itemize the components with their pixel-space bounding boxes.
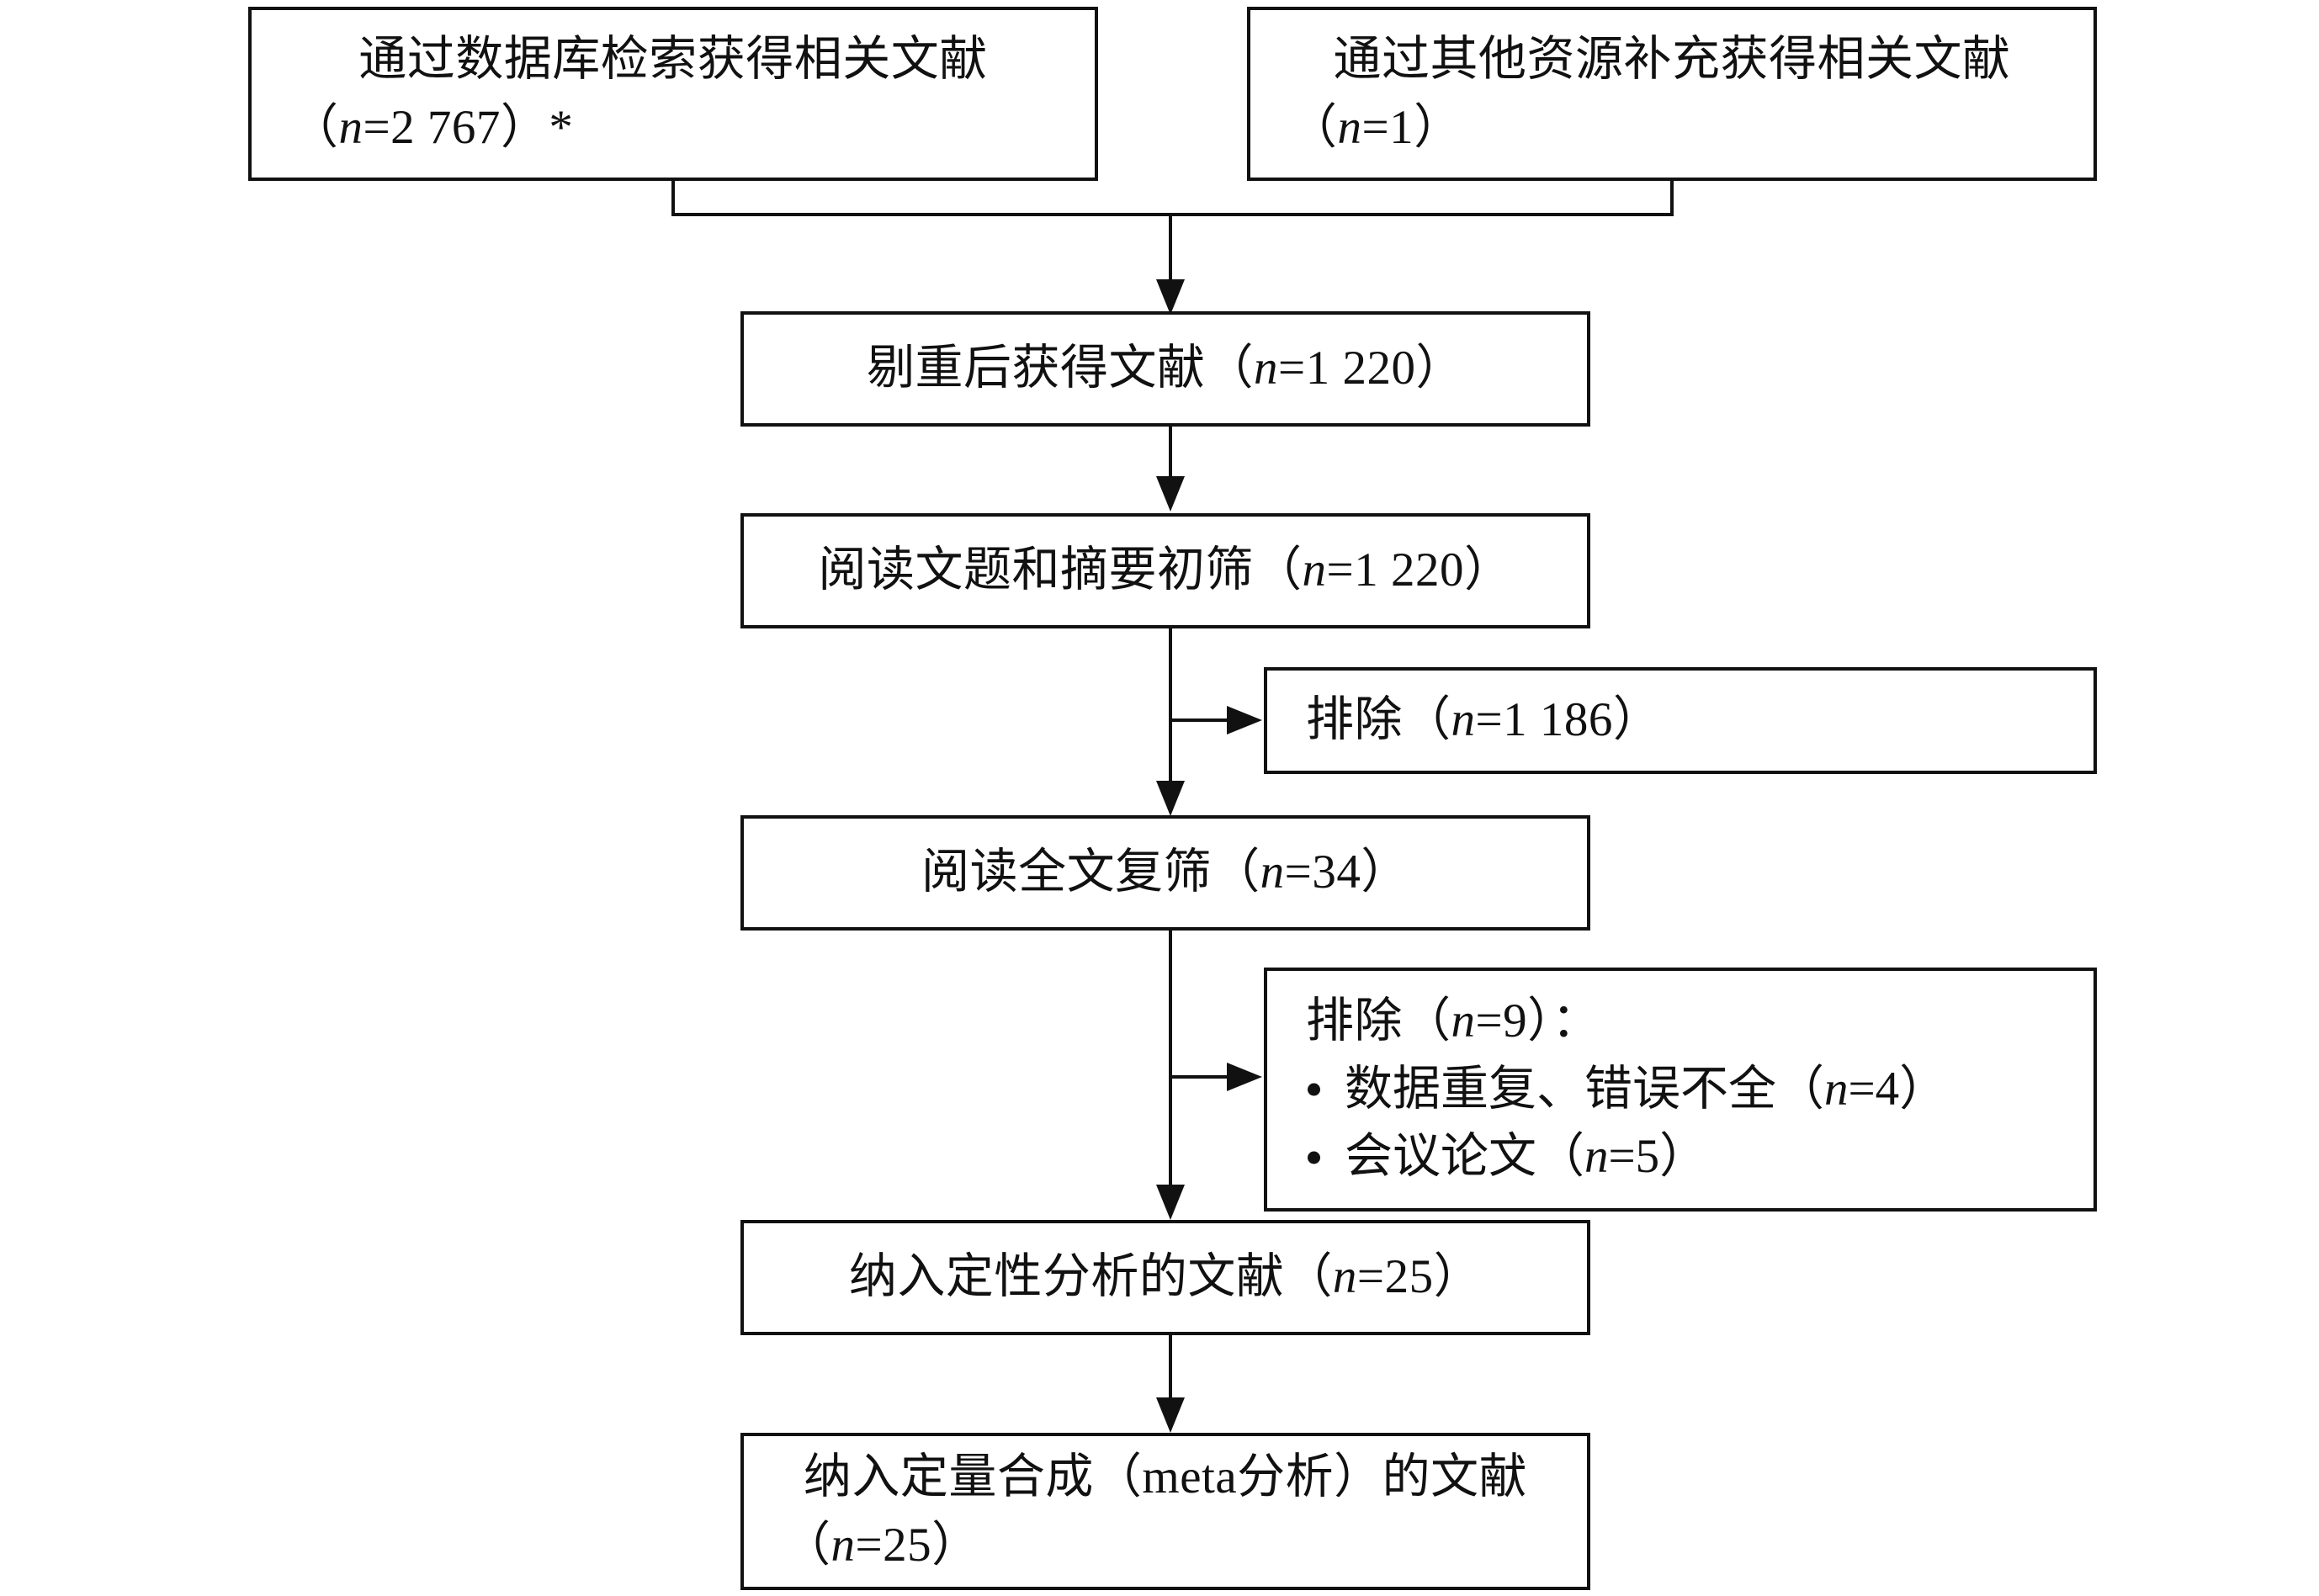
node-excluded-screening: 排除（n=1 186） [1264, 667, 2097, 774]
node-deduplicated: 剔重后获得文献（n=1 220） [740, 311, 1590, 427]
node-fulltext-screening-line1: 阅读全文复筛（n=34） [921, 846, 1409, 899]
connector-branch-excluded-screen [1169, 718, 1229, 722]
node-qualitative-synthesis: 纳入定性分析的文献（n=25） [740, 1220, 1590, 1335]
node-other-sources: 通过其他资源补充获得相关文献 （n=1） [1247, 7, 2097, 181]
node-database-search-line1: 通过数据库检索获得相关文献 [358, 32, 988, 86]
connector-fulltext-to-qualitative [1169, 931, 1172, 1204]
node-excluded-fulltext-bullet-2-label: 会议论文（n=5） [1345, 1130, 1708, 1184]
node-fulltext-screening: 阅读全文复筛（n=34） [740, 815, 1590, 931]
bullet-dot-icon [1308, 1151, 1320, 1164]
node-excluded-fulltext-bullet-2: 会议论文（n=5） [1267, 1123, 2093, 1191]
node-database-search: 通过数据库检索获得相关文献 （n=2 767）* [248, 7, 1098, 181]
node-other-sources-line2: （n=1） [1289, 100, 1462, 154]
node-excluded-screening-line1: 排除（n=1 186） [1306, 693, 1662, 747]
node-deduplicated-line1: 剔重后获得文献（n=1 220） [867, 342, 1464, 395]
arrowhead-merge-to-dedup [1156, 279, 1185, 315]
connector-screen-to-fulltext [1169, 628, 1172, 801]
arrowhead-branch-excluded-screen [1227, 706, 1262, 734]
connector-other-sources-drop [1670, 181, 1674, 215]
node-excluded-fulltext: 排除（n=9）： 数据重复、错误不全（n=4） 会议论文（n=5） [1264, 968, 2097, 1212]
arrowhead-fulltext-to-qualitative [1156, 1185, 1185, 1220]
connector-db-search-drop [671, 181, 675, 215]
node-quantitative-synthesis-line2: （n=25） [783, 1518, 980, 1572]
connector-dedup-to-screen [1169, 427, 1172, 479]
node-quantitative-synthesis: 纳入定量合成（meta分析）的文献 （n=25） [740, 1433, 1590, 1590]
node-other-sources-line1: 通过其他资源补充获得相关文献 [1333, 32, 2011, 86]
arrowhead-branch-excluded-fulltext [1227, 1063, 1262, 1091]
node-quantitative-synthesis-line1: 纳入定量合成（meta分析）的文献 [803, 1450, 1528, 1503]
node-qualitative-synthesis-line1: 纳入定性分析的文献（n=25） [848, 1250, 1483, 1304]
node-excluded-fulltext-bullet-1-label: 数据重复、错误不全（n=4） [1345, 1062, 1948, 1116]
node-title-abstract-screening-line1: 阅读文题和摘要初筛（n=1 220） [818, 543, 1513, 597]
node-excluded-fulltext-header: 排除（n=9）： [1306, 994, 1600, 1047]
node-excluded-fulltext-bullet-1: 数据重复、错误不全（n=4） [1267, 1056, 2093, 1124]
node-database-search-line2: （n=2 767）* [290, 100, 574, 154]
arrowhead-qualitative-to-quantitative [1156, 1397, 1185, 1433]
arrowhead-dedup-to-screen [1156, 476, 1185, 512]
connector-qualitative-to-quantitative [1169, 1335, 1172, 1400]
connector-merge-to-dedup [1169, 213, 1172, 284]
node-title-abstract-screening: 阅读文题和摘要初筛（n=1 220） [740, 513, 1590, 628]
arrowhead-screen-to-fulltext [1156, 781, 1185, 816]
bullet-dot-icon [1308, 1083, 1320, 1096]
connector-branch-excluded-fulltext [1169, 1075, 1229, 1079]
connector-merge-bar [671, 213, 1674, 216]
